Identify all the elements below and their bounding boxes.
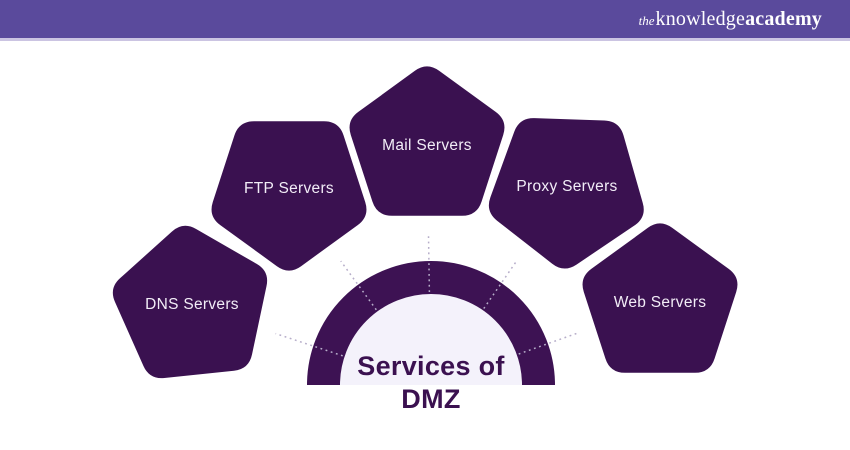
connector-line-mail — [427, 234, 431, 293]
pentagon-label-proxy: Proxy Servers — [516, 178, 618, 195]
pentagon-web — [582, 223, 738, 373]
pentagon-dns — [112, 225, 268, 379]
connector-line-ftp — [340, 260, 377, 311]
hub-inner-circle — [340, 294, 522, 385]
hub-title-line1: Services of — [357, 351, 505, 381]
pentagon-label-web: Web Servers — [613, 294, 707, 311]
pentagon-label-mail: Mail Servers — [382, 137, 472, 154]
hub-ring — [307, 261, 555, 385]
hub-title-line2: DMZ — [401, 384, 461, 414]
hub-title: Services of DMZ — [321, 350, 541, 416]
pentagon-ftp — [211, 121, 367, 271]
pentagon-proxy — [488, 118, 644, 269]
connector-line-proxy — [483, 259, 518, 309]
logo-the: the — [638, 13, 655, 28]
logo-knowledge: knowledge — [655, 8, 746, 30]
brand-logo: theknowledgeacademy — [639, 9, 822, 29]
header-bar: theknowledgeacademy — [0, 0, 850, 41]
logo-academy: academy — [745, 8, 822, 30]
connector-line-dns — [275, 332, 343, 357]
pentagon-label-dns: DNS Servers — [145, 296, 239, 313]
pentagon-label-ftp: FTP Servers — [243, 180, 334, 197]
pentagon-mail — [349, 66, 505, 216]
